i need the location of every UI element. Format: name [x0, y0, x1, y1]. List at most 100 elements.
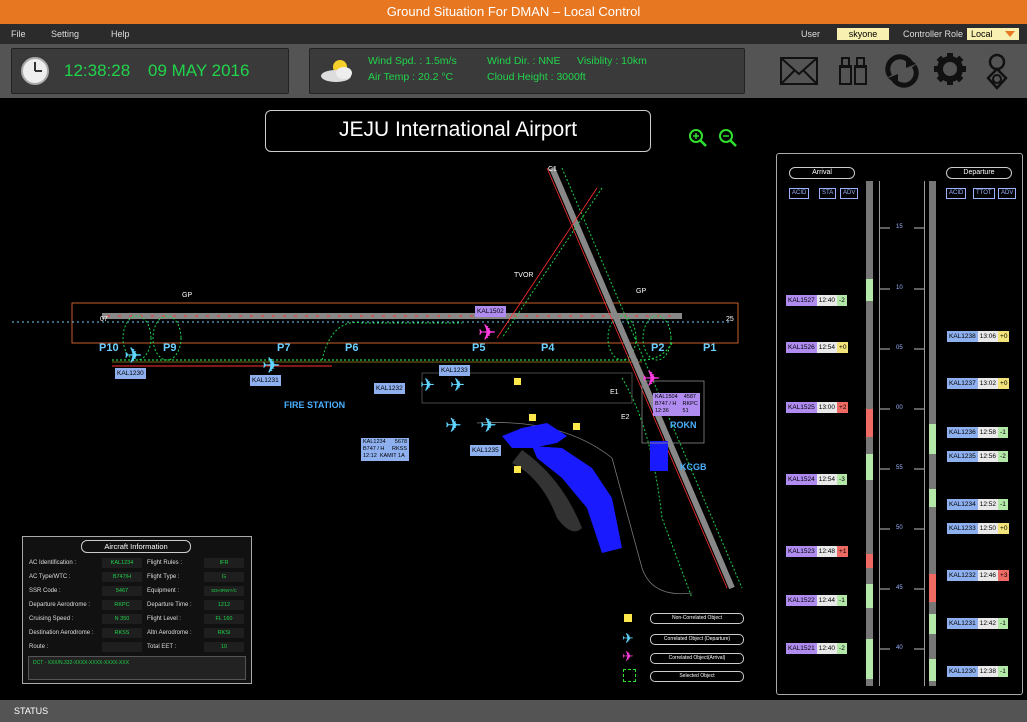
- departure-aircraft-icon[interactable]: ✈: [445, 415, 462, 437]
- departure-acid: KAL1238: [947, 331, 978, 342]
- chevron-down-icon: [1005, 31, 1015, 37]
- non-correlated-legend-icon: [624, 614, 632, 622]
- info-value: [102, 642, 142, 652]
- menu-help[interactable]: Help: [111, 29, 130, 39]
- info-label: Destination Aerodrome :: [29, 630, 94, 636]
- info-label: Total EET :: [147, 644, 177, 650]
- departure-acid: KAL1231: [947, 618, 978, 629]
- aircraft-tag-kal1233[interactable]: KAL1233: [439, 365, 470, 376]
- departure-aircraft-icon[interactable]: ✈: [262, 353, 281, 378]
- departure-adv: +0: [998, 331, 1010, 342]
- departure-ttot: 13:06: [977, 331, 999, 342]
- gear-icon[interactable]: [933, 52, 967, 86]
- envelope-icon[interactable]: [780, 56, 818, 86]
- arrival-sta: 12:40: [816, 643, 838, 654]
- runway-end-25: 25: [726, 316, 734, 323]
- time-tick: 40: [896, 645, 903, 651]
- aircraft-tag-kal1232[interactable]: KAL1232: [374, 383, 405, 394]
- arrival-bar-fill: [866, 554, 873, 568]
- arrival-sta: 12:54: [816, 342, 838, 353]
- departure-acid: KAL1235: [947, 451, 978, 462]
- departure-bar-fill: [929, 489, 936, 507]
- arrival-bar-fill: [866, 279, 873, 301]
- departure-adv: -1: [998, 499, 1008, 510]
- info-value: B747/H: [102, 572, 142, 582]
- aircraft-tag-kal1230[interactable]: KAL1230: [115, 368, 146, 379]
- arrival-bar-fill: [866, 584, 873, 608]
- departure-aircraft-icon[interactable]: ✈: [420, 375, 436, 395]
- binoculars-icon[interactable]: [836, 54, 870, 88]
- fire-station-label: FIRE STATION: [284, 400, 346, 410]
- arrival-aircraft-icon[interactable]: ✈: [478, 320, 497, 345]
- selected-object-legend-icon: [623, 669, 636, 682]
- arrival-acid: KAL1521: [786, 643, 817, 654]
- departure-aircraft-icon[interactable]: ✈: [124, 343, 143, 368]
- departure-aircraft-icon[interactable]: ✈: [480, 415, 497, 437]
- airport-layout: [12, 166, 743, 599]
- info-value: G: [204, 572, 244, 582]
- arrival-acid: KAL1527: [786, 295, 817, 306]
- arrival-aircraft-icon[interactable]: ✈: [642, 366, 661, 391]
- arrival-adv: +1: [837, 546, 849, 557]
- position-p6: P6: [345, 342, 359, 354]
- info-value: RKSI: [204, 628, 244, 638]
- runway-end-07: 07: [100, 316, 108, 323]
- menu-file[interactable]: File: [11, 29, 26, 39]
- aircraft-tag-kal1235[interactable]: KAL1235: [470, 445, 501, 456]
- departure-aircraft-icon[interactable]: ✈: [450, 375, 466, 395]
- info-label: Altn Aerodrome :: [147, 630, 192, 636]
- position-p4: P4: [541, 342, 555, 354]
- arrival-bar-fill: [866, 409, 873, 437]
- status-bar: STATUS: [0, 700, 1027, 722]
- route-text: DCT - XXX/N.332-XXXX-XXXX-XXXX-XXX: [33, 660, 130, 666]
- clock-time: 12:38:28: [64, 61, 131, 80]
- aircraft-info-title: Aircraft Information: [81, 540, 191, 553]
- menu-setting[interactable]: Setting: [51, 29, 80, 39]
- position-p2: P2: [651, 342, 665, 354]
- status-label: STATUS: [14, 706, 49, 716]
- arrival-adv: -2: [837, 643, 847, 654]
- user-field[interactable]: skyone: [837, 28, 889, 40]
- sync-icon[interactable]: [884, 54, 920, 88]
- zoom-out-icon[interactable]: [718, 128, 738, 148]
- aircraft-tag-kal1504[interactable]: KAL1504 4587 B747 / H RKPC 12:36 51: [653, 393, 700, 416]
- arrival-adv: -2: [837, 295, 847, 306]
- arrival-bar-fill: [866, 639, 873, 679]
- aircraft-tag-kal1231[interactable]: KAL1231: [250, 375, 281, 386]
- arrival-sta: 12:44: [816, 595, 838, 606]
- user-icon[interactable]: [982, 52, 1012, 90]
- controller-role-select[interactable]: Local: [967, 28, 1019, 40]
- info-label: SSR Code :: [29, 588, 61, 594]
- partly-cloudy-icon: [321, 60, 352, 82]
- visibility: Visiblity : 10km: [577, 55, 647, 67]
- zoom-in-icon[interactable]: [688, 128, 708, 148]
- departure-bar-fill: [929, 574, 936, 602]
- aircraft-tag-kal1234[interactable]: KAL1234 5678 B747 / H RKSS 12:12 KAMIT 1…: [361, 438, 410, 461]
- gate-e2: E2: [621, 414, 630, 421]
- arrival-sta: 13:00: [816, 402, 838, 413]
- departure-acid: KAL1236: [947, 427, 978, 438]
- arrival-acid: KAL1526: [786, 342, 817, 353]
- info-value: SDHIRWY/C: [204, 586, 244, 596]
- clock-panel: 12:38:28 09 MAY 2016: [11, 48, 289, 94]
- airport-map[interactable]: JEJU International Airport: [2, 98, 1024, 700]
- air-temp: Air Temp : 20.2 °C: [368, 71, 454, 83]
- departure-ttot: 12:58: [977, 427, 999, 438]
- aircraft-tag-kal1502[interactable]: KAL1502: [475, 306, 506, 317]
